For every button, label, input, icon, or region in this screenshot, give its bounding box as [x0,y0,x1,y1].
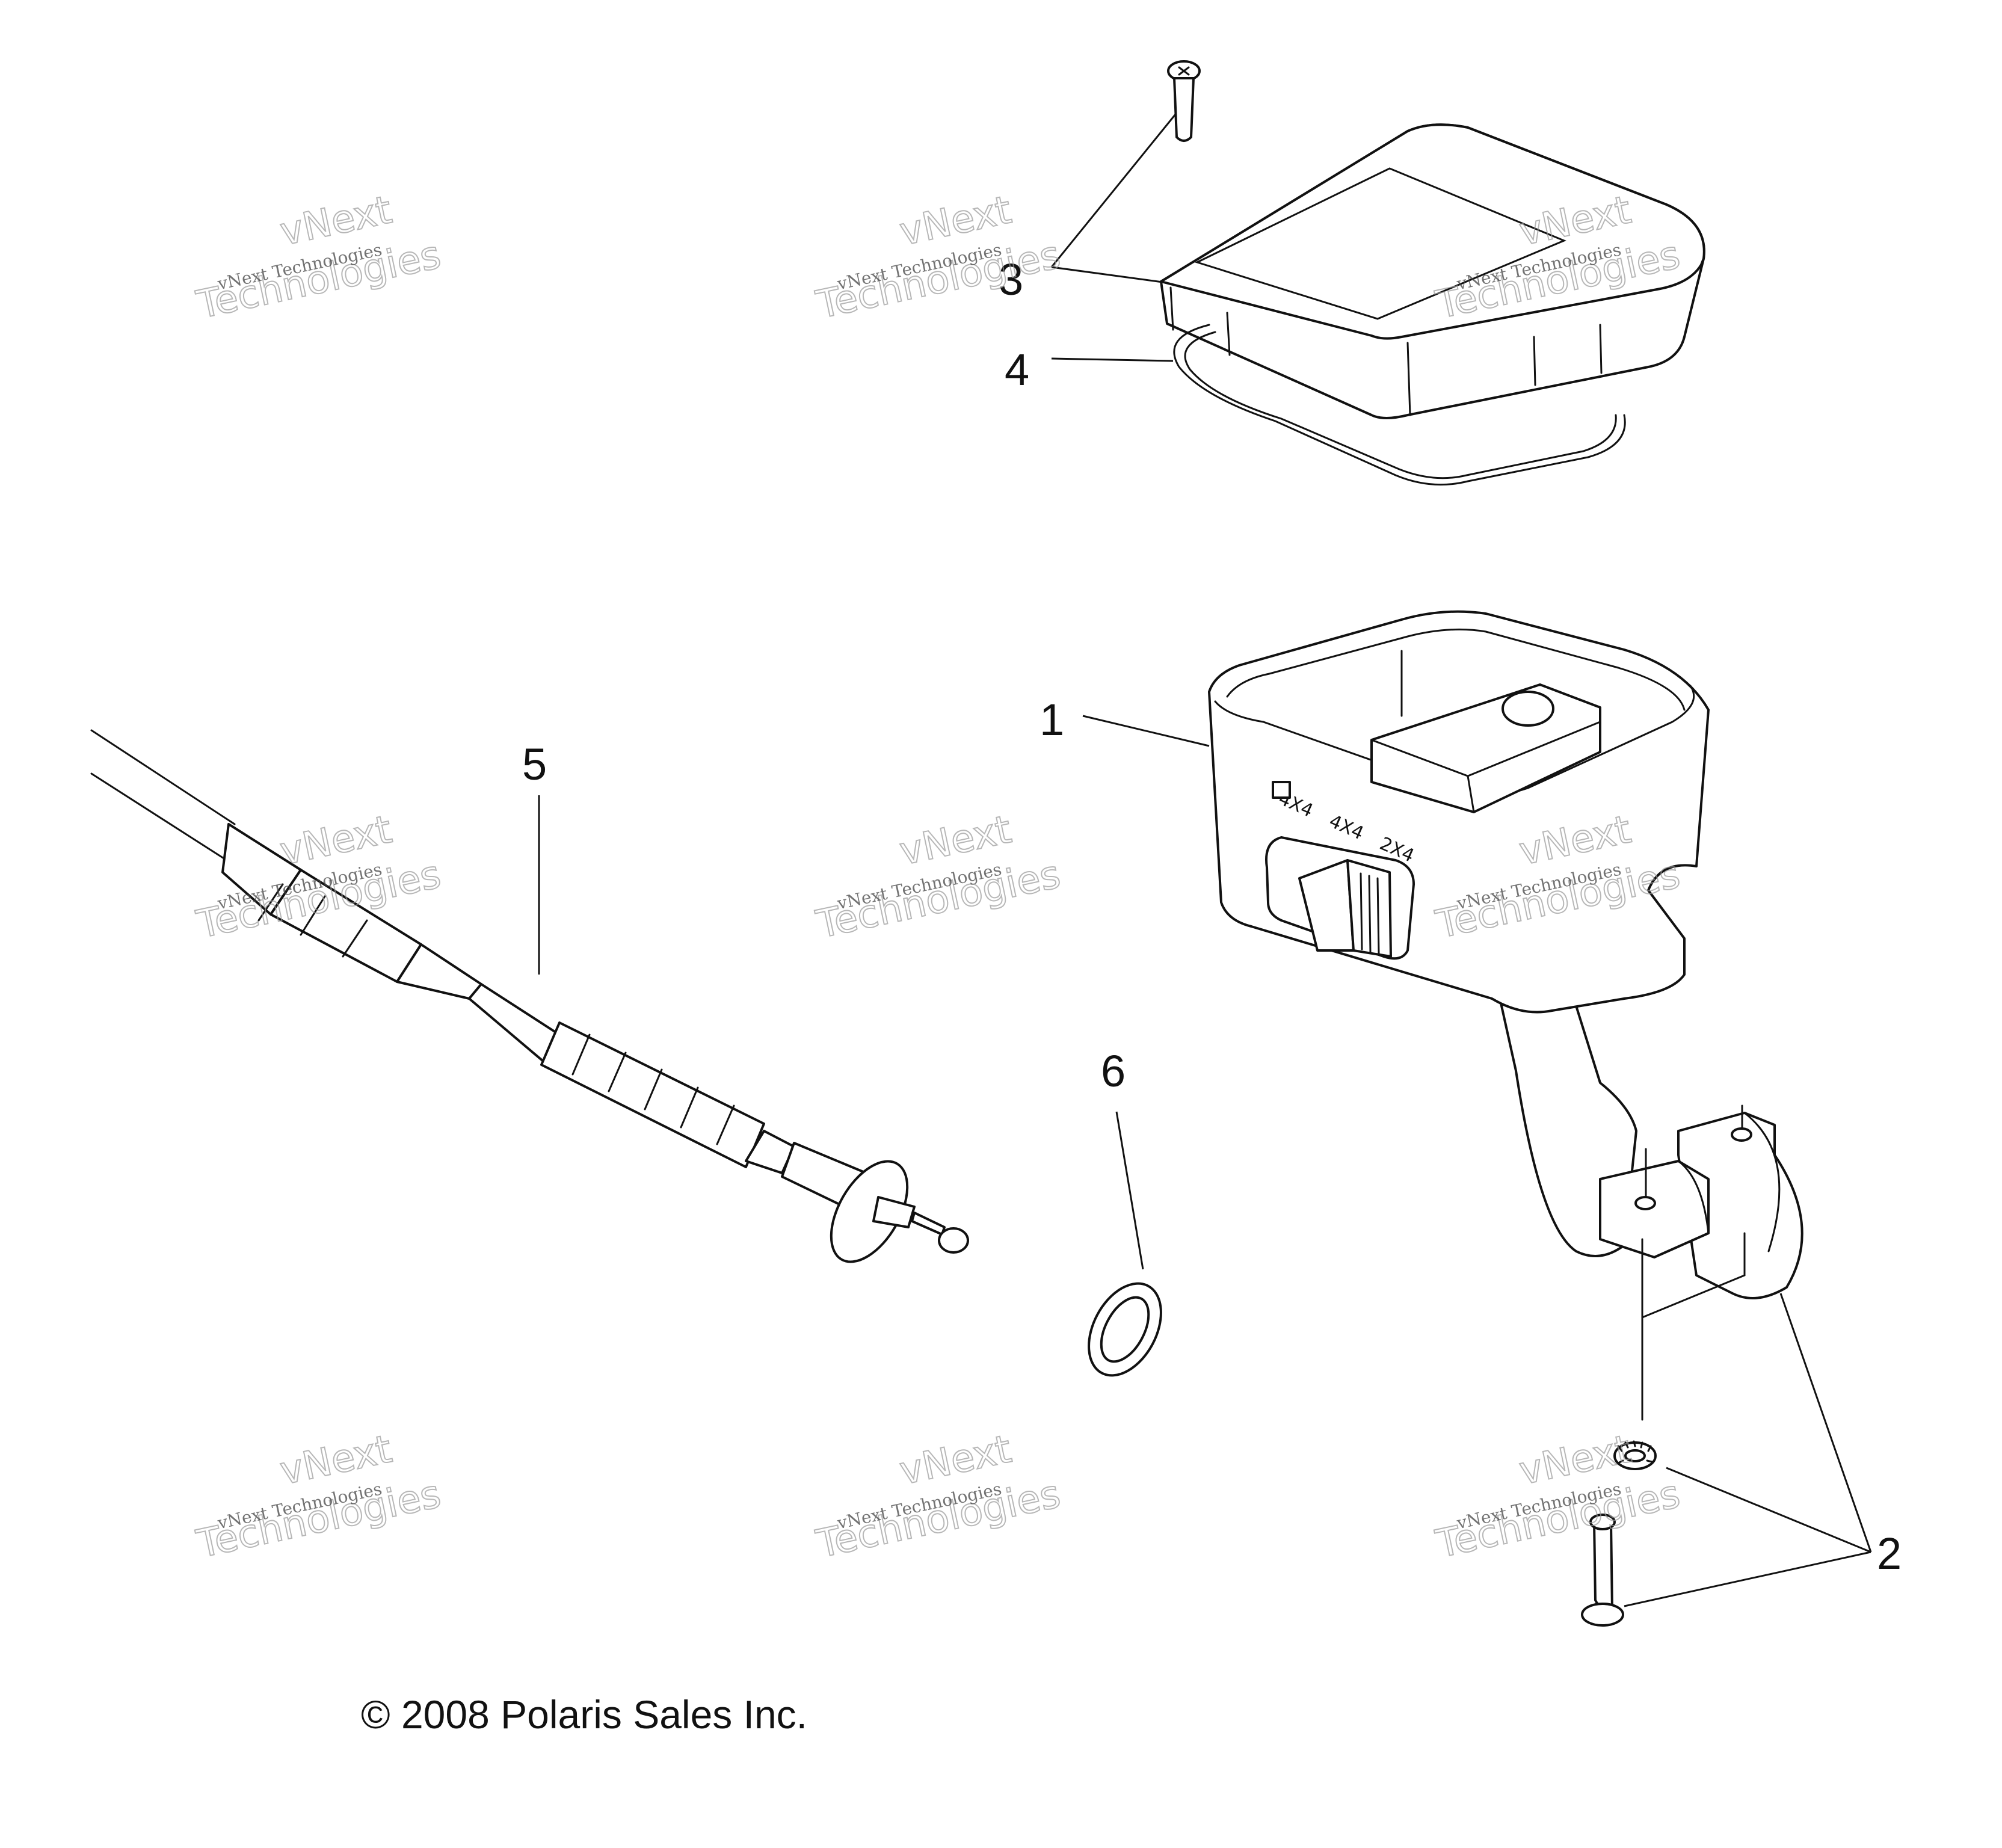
lockout-block [1370,683,1601,813]
watermark: vNext Technologies vNext Technologies [192,187,446,328]
watermark: vNext Technologies vNext Technologies [812,807,1065,948]
watermark: vNext Technologies vNext Technologies [812,1426,1065,1568]
callout-3: 3 [999,254,1023,304]
mode-selector [1265,836,1415,960]
callout-5: 5 [522,739,547,789]
handlebar-clamp [1599,1104,1803,1319]
switch-cover [1160,123,1705,419]
watermark: vNext Technologies vNext Technologies [192,1426,446,1568]
cover-assembly [1160,60,1705,419]
throttle-cable [90,729,969,1263]
watermark: vNext Technologies vNext Technologies [1432,1426,1685,1568]
leader-4 [1051,357,1174,362]
cover-screw [1167,60,1201,142]
clamp-assembly [1581,1104,1803,1627]
copyright-notice: © 2008 Polaris Sales Inc. [361,1692,808,1737]
lock-washer [1613,1440,1657,1470]
callout-1: 1 [1040,695,1064,745]
o-ring [1088,1282,1162,1377]
gasket [1173,324,1626,486]
leader-3 [1050,114,1177,284]
vehicle-icon [1272,781,1291,799]
leader-2 [1624,1293,1872,1607]
watermark: vNext Technologies vNext Technologies [812,187,1065,328]
clamp-bolt [1581,1514,1624,1627]
callout-4: 4 [1005,345,1029,395]
callout-2: 2 [1877,1529,1902,1578]
leader-1 [1082,715,1210,747]
callout-6: 6 [1101,1046,1126,1096]
leader-6 [1115,1111,1144,1270]
